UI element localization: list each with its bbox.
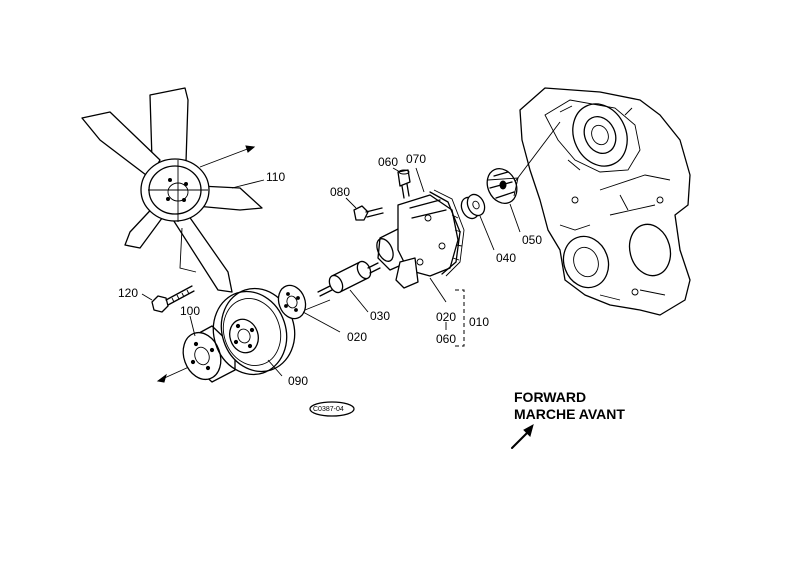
leader-spacer	[189, 315, 196, 337]
engine-block	[519, 87, 691, 316]
leader-seal	[479, 215, 495, 251]
leader-body	[429, 277, 447, 303]
figure-code-oval	[309, 401, 355, 417]
fan-spacer	[182, 325, 236, 383]
impeller	[486, 167, 519, 205]
leader-bolt	[141, 293, 153, 301]
shaft-bearing	[317, 260, 381, 297]
leader-pulley	[267, 359, 283, 377]
callout-seal: 040	[496, 251, 517, 265]
leader-bolt-body	[345, 197, 357, 209]
hub-flange	[277, 284, 307, 320]
fan-pulley	[212, 287, 296, 376]
callout-gasket: 070	[406, 152, 427, 166]
leader-plug	[392, 167, 401, 173]
water-pump-body	[376, 189, 465, 289]
mechanical-seal	[460, 193, 486, 220]
direction-label-fr: MARCHE AVANT	[514, 406, 625, 422]
callout-bolt-body: 080	[330, 185, 351, 199]
callout-bolt-fan: 120	[118, 286, 139, 300]
callout-pump-body: 020	[436, 310, 457, 324]
cooling-fan	[81, 87, 263, 293]
fan-bolt	[151, 285, 195, 313]
callout-spacer: 100	[180, 304, 201, 318]
callout-fan: 110	[266, 170, 286, 184]
callout-plug: 060	[378, 155, 399, 169]
leader-flange	[302, 311, 341, 333]
callout-flange: 020	[347, 330, 368, 344]
drain-plug	[397, 169, 411, 199]
callout-plug-bracket: 060	[436, 332, 457, 346]
figure-code: C0387-04	[313, 406, 344, 413]
callout-impeller: 050	[522, 233, 543, 247]
callout-shaft-bearing: 030	[370, 309, 391, 323]
assembly-bracket	[445, 289, 465, 347]
leader-fan	[231, 179, 265, 189]
body-bolt	[353, 205, 384, 221]
leader-impeller	[509, 203, 521, 233]
leader-gasket	[415, 167, 425, 193]
callout-assembly: 010	[469, 315, 490, 329]
callout-pulley: 090	[288, 374, 309, 388]
forward-arrow-icon	[511, 423, 534, 449]
leader-shaft	[349, 289, 369, 313]
direction-label-en: FORWARD	[514, 389, 587, 405]
